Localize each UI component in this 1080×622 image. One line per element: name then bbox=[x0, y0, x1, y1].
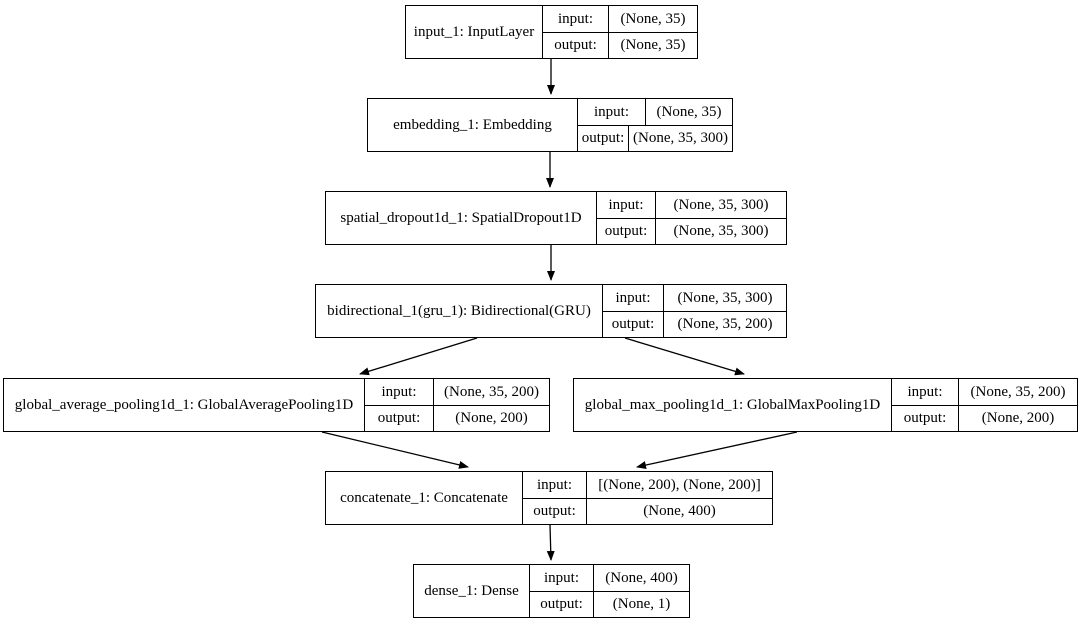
io-row-output: output: (None, 400) bbox=[523, 498, 772, 524]
layer-node-spatial-dropout1d-1: spatial_dropout1d_1: SpatialDropout1D in… bbox=[325, 191, 787, 245]
io-key-input: input: bbox=[543, 6, 609, 32]
io-table: input: (None, 35) output: (None, 35) bbox=[543, 6, 697, 58]
io-key-input: input: bbox=[892, 379, 959, 405]
io-key-output: output: bbox=[543, 32, 609, 58]
io-table: input: (None, 35, 200) output: (None, 20… bbox=[365, 379, 549, 431]
layer-name: bidirectional_1(gru_1): Bidirectional(GR… bbox=[316, 285, 603, 337]
io-row-input: input: (None, 400) bbox=[530, 565, 689, 592]
io-table: input: [(None, 200), (None, 200)] output… bbox=[523, 472, 772, 524]
layer-name: global_max_pooling1d_1: GlobalMaxPooling… bbox=[574, 379, 892, 431]
layer-node-global-average-pooling1d-1: global_average_pooling1d_1: GlobalAverag… bbox=[3, 378, 550, 432]
layer-node-dense-1: dense_1: Dense input: (None, 400) output… bbox=[413, 564, 690, 618]
layer-node-embedding-1: embedding_1: Embedding input: (None, 35)… bbox=[367, 98, 733, 152]
io-value-input: [(None, 200), (None, 200)] bbox=[598, 476, 761, 493]
io-key-output: output: bbox=[365, 405, 434, 431]
io-value-output: (None, 35, 300) bbox=[673, 223, 769, 239]
layer-node-bidirectional-1: bidirectional_1(gru_1): Bidirectional(GR… bbox=[315, 284, 787, 338]
io-table: input: (None, 35, 200) output: (None, 20… bbox=[892, 379, 1077, 431]
io-value-input: (None, 35) bbox=[620, 10, 686, 27]
edge-bidirectional_1-global_max_pooling1d_1 bbox=[624, 337, 745, 376]
io-row-output: output: (None, 35, 300) bbox=[578, 125, 732, 151]
io-value-output: (None, 35) bbox=[620, 37, 686, 53]
io-row-output: output: (None, 35) bbox=[543, 32, 697, 58]
edge-global_max_pooling1d_1-concatenate_1 bbox=[636, 431, 798, 469]
io-value-input: (None, 35, 300) bbox=[677, 289, 773, 306]
io-row-output: output: (None, 1) bbox=[530, 591, 689, 617]
io-row-input: input: (None, 35, 300) bbox=[603, 285, 786, 312]
io-value-input: (None, 35) bbox=[656, 103, 722, 120]
io-table: input: (None, 400) output: (None, 1) bbox=[530, 565, 689, 617]
io-value-output: (None, 200) bbox=[455, 410, 528, 426]
io-key-output: output: bbox=[523, 498, 587, 524]
io-key-output: output: bbox=[892, 405, 959, 431]
layer-node-concatenate-1: concatenate_1: Concatenate input: [(None… bbox=[325, 471, 773, 525]
io-row-input: input: (None, 35, 200) bbox=[365, 379, 549, 406]
io-value-output: (None, 35, 300) bbox=[633, 130, 728, 146]
io-key-output: output: bbox=[597, 218, 656, 244]
layer-node-input-1: input_1: InputLayer input: (None, 35) ou… bbox=[405, 5, 698, 59]
io-table: input: (None, 35) output: (None, 35, 300… bbox=[578, 99, 732, 151]
io-key-input: input: bbox=[597, 192, 656, 218]
layer-name: concatenate_1: Concatenate bbox=[326, 472, 523, 524]
io-key-input: input: bbox=[603, 285, 664, 311]
io-row-output: output: (None, 35, 300) bbox=[597, 218, 786, 244]
io-row-output: output: (None, 200) bbox=[892, 405, 1077, 431]
layer-name: dense_1: Dense bbox=[414, 565, 530, 617]
io-value-input: (None, 35, 300) bbox=[673, 196, 769, 213]
io-row-input: input: (None, 35) bbox=[543, 6, 697, 33]
io-value-input: (None, 35, 200) bbox=[444, 383, 539, 400]
layer-name: input_1: InputLayer bbox=[406, 6, 543, 58]
io-row-input: input: (None, 35, 200) bbox=[892, 379, 1077, 406]
io-row-input: input: (None, 35) bbox=[578, 99, 732, 126]
io-key-input: input: bbox=[530, 565, 594, 591]
edge-bidirectional_1-global_average_pooling1d_1 bbox=[359, 337, 478, 376]
io-value-output: (None, 400) bbox=[643, 503, 716, 519]
io-value-input: (None, 35, 200) bbox=[970, 383, 1066, 400]
io-key-output: output: bbox=[603, 311, 664, 337]
io-value-output: (None, 35, 200) bbox=[677, 316, 773, 332]
io-row-input: input: (None, 35, 300) bbox=[597, 192, 786, 219]
io-table: input: (None, 35, 300) output: (None, 35… bbox=[597, 192, 786, 244]
io-row-output: output: (None, 35, 200) bbox=[603, 311, 786, 337]
io-key-input: input: bbox=[365, 379, 434, 405]
io-table: input: (None, 35, 300) output: (None, 35… bbox=[603, 285, 786, 337]
layer-name: global_average_pooling1d_1: GlobalAverag… bbox=[4, 379, 365, 431]
io-key-output: output: bbox=[578, 125, 630, 151]
io-row-input: input: [(None, 200), (None, 200)] bbox=[523, 472, 772, 499]
layer-name: embedding_1: Embedding bbox=[368, 99, 578, 151]
edge-concatenate_1-dense_1 bbox=[546, 524, 555, 561]
io-key-input: input: bbox=[578, 99, 646, 125]
io-key-output: output: bbox=[530, 591, 594, 617]
io-value-output: (None, 200) bbox=[981, 410, 1055, 426]
edge-global_average_pooling1d_1-concatenate_1 bbox=[321, 431, 469, 469]
layer-name: spatial_dropout1d_1: SpatialDropout1D bbox=[326, 192, 597, 244]
io-key-input: input: bbox=[523, 472, 587, 498]
io-row-output: output: (None, 200) bbox=[365, 405, 549, 431]
io-value-output: (None, 1) bbox=[612, 596, 671, 612]
io-value-input: (None, 400) bbox=[605, 569, 678, 586]
layer-node-global-max-pooling1d-1: global_max_pooling1d_1: GlobalMaxPooling… bbox=[573, 378, 1078, 432]
